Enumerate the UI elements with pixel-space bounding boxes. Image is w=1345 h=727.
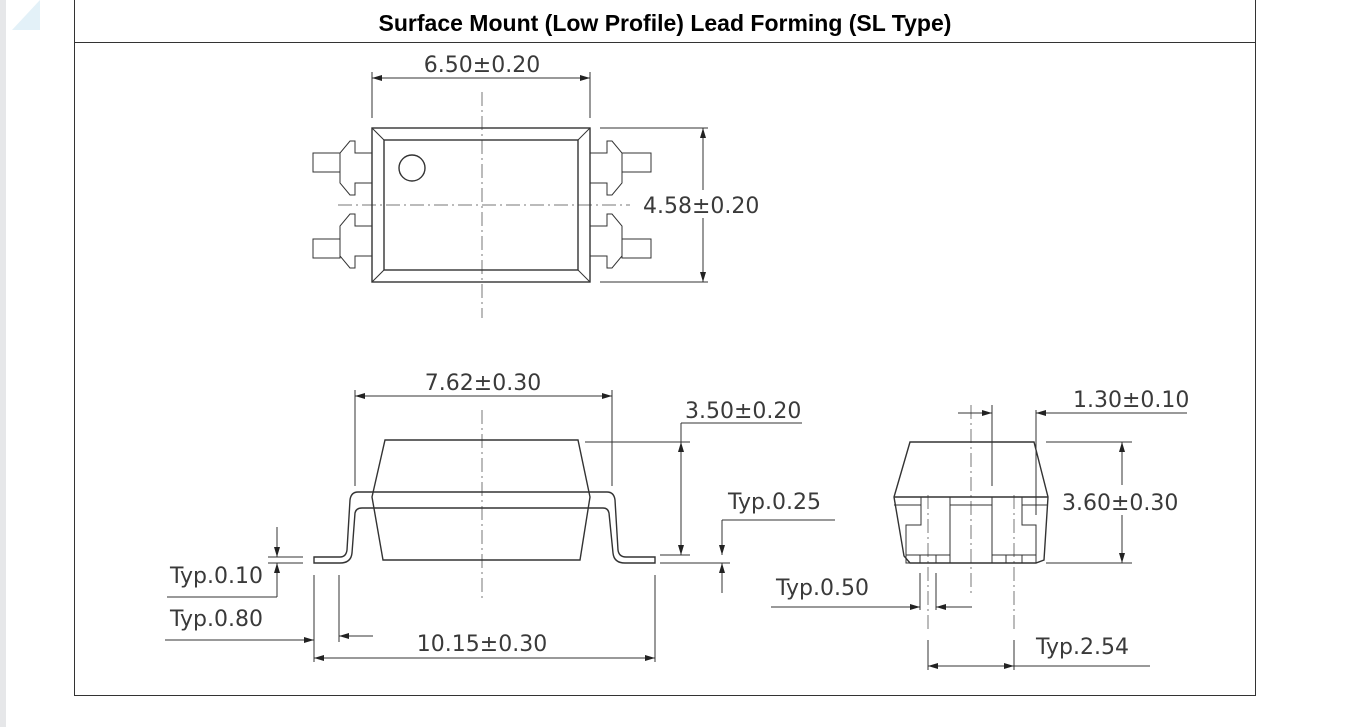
dim-top-width: 6.50±0.20 — [424, 53, 540, 78]
end-view: 1.30±0.10 3.60±0.30 Typ.0.50 Typ.2.54 — [771, 388, 1189, 670]
pin1-marker — [398, 154, 426, 182]
dim-pitch: Typ.2.54 — [1035, 635, 1129, 660]
dim-top-height: 4.58±0.20 — [643, 194, 759, 219]
drawing-title: Surface Mount (Low Profile) Lead Forming… — [75, 0, 1255, 43]
dim-side-body-width: 7.62±0.30 — [425, 371, 541, 396]
dim-end-height: 3.60±0.30 — [1062, 491, 1178, 516]
dim-standoff: Typ.0.10 — [169, 564, 263, 589]
drawing-frame: Surface Mount (Low Profile) Lead Forming… — [74, 0, 1256, 696]
side-view: 7.62±0.30 3.50±0.20 Typ.0.25 Typ.0.10 Ty… — [165, 371, 835, 662]
dim-side-height: 3.50±0.20 — [685, 399, 801, 424]
page-edge — [0, 0, 6, 727]
dim-lead-thickness: Typ.0.25 — [727, 490, 821, 515]
dim-lead-width: Typ.0.50 — [775, 576, 869, 601]
corner-decoration — [12, 0, 40, 30]
dim-lead-pitch-width: 1.30±0.10 — [1073, 388, 1189, 413]
dim-foot-length: Typ.0.80 — [169, 607, 263, 632]
top-view: 6.50±0.20 4.58±0.20 — [312, 53, 759, 318]
leads — [312, 140, 652, 269]
dim-overall-length: 10.15±0.30 — [417, 632, 547, 657]
